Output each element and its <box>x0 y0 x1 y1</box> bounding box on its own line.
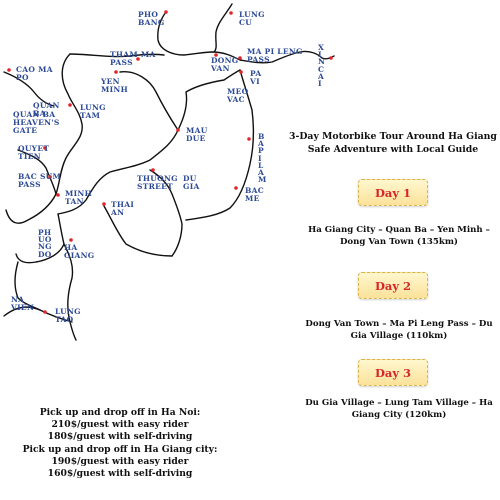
lung-tao-dot <box>43 310 47 314</box>
tour-title-line1: 3-Day Motorbike Tour Around Ha Giang <box>289 131 497 142</box>
label-tham-ma-pass: THAM MA PASS <box>110 50 156 67</box>
label-na-vien: NA VIEN <box>11 295 35 312</box>
label-ma-pi-leng-pass: MA PI LENG PASS <box>247 47 303 64</box>
road-mau-due-south <box>57 129 179 215</box>
pricing-hanoi-self-driving: 180$/guest with self-driving <box>47 431 193 443</box>
tour-title: 3-Day Motorbike Tour Around Ha Giang Saf… <box>286 130 500 156</box>
label-quan-ba: QUAN BA <box>33 101 60 118</box>
bac-sum-dot <box>48 175 52 179</box>
road-dongvan-mapileng <box>211 50 335 64</box>
label-cao-ma-po: CAO MA PO <box>16 65 53 82</box>
ba-pi-lam-dot <box>247 137 251 141</box>
road-mau-due-north <box>177 69 241 131</box>
label-minh-tan: MINH TAN <box>65 189 92 206</box>
road-bac-sum <box>5 193 57 224</box>
dong-van-dot <box>214 53 218 57</box>
lung-cu-dot <box>229 11 233 15</box>
road-phuong-do <box>15 213 65 264</box>
road-thai-an <box>103 205 173 257</box>
pricing-block: Pick up and drop off in Ha Noi: 210$/gue… <box>0 407 240 480</box>
label-yen-minh: YEN MINH <box>101 77 128 94</box>
tham-ma-dot <box>136 57 140 61</box>
bac-me-dot <box>234 186 238 190</box>
label-mau-due: MAU DUE <box>186 126 208 143</box>
pricing-hanoi-heading: Pick up and drop off in Ha Noi: <box>39 407 201 418</box>
road-yen-minh <box>119 71 179 131</box>
label-lung-tao: LUNG TAO <box>55 307 81 324</box>
label-thai-an: THAI AN <box>111 200 135 217</box>
road-tham-ma <box>69 53 165 58</box>
label-quyet-tien: QUYET TIEN <box>18 144 50 161</box>
quan-ba-dot <box>68 103 72 107</box>
road-lung-cu <box>213 3 233 53</box>
road-meo-vac <box>185 69 255 221</box>
day-3-route-line2: Giang City (120km) <box>351 410 447 420</box>
label-meo-vac: MEO VAC <box>227 87 249 104</box>
label-dong-van: DONG VAN <box>211 56 239 73</box>
label-ha-giang: HA GIANG <box>64 243 95 260</box>
day-3-badge: Day 3 <box>358 359 428 386</box>
label-lung-tam: LUNG TAM <box>80 103 106 120</box>
label-xin-cai: XIN CAI <box>318 43 326 89</box>
ma-pi-leng-dot <box>238 56 242 60</box>
cao-ma-po-dot <box>7 68 11 72</box>
road-lung-tao <box>3 306 73 323</box>
minh-tan-dot <box>56 193 60 197</box>
thuong-street-dot <box>151 168 155 172</box>
day-3-route-line1: Du Gia Village – Lung Tam Village – Ha <box>305 398 493 408</box>
road-pho-bang <box>157 11 213 56</box>
label-pa-vi: PA VI <box>250 69 262 86</box>
road-du-gia <box>149 169 183 257</box>
day-1-route-line2: Dong Van Town (135km) <box>339 237 459 247</box>
label-phuong-do: PHUONG DO <box>38 228 52 259</box>
pricing-hagiang-easy-rider: 190$/guest with easy rider <box>51 455 189 467</box>
day-1-route-line1: Ha Giang City – Quan Ba – Yen Minh – <box>308 225 490 235</box>
label-lung-cu: LUNG CU <box>239 10 265 27</box>
pricing-hagiang-self-driving: 160$/guest with self-driving <box>47 468 193 480</box>
road-ha-giang <box>63 243 77 341</box>
label-pho-bang: PHO BANG <box>138 10 165 27</box>
day-1-badge: Day 1 <box>358 179 428 206</box>
road-west <box>17 149 57 195</box>
label-du-gia: DU GIA <box>183 174 200 191</box>
day-2-badge: Day 2 <box>358 272 428 299</box>
xin-cai-dot <box>329 56 333 60</box>
label-bac-sum-pass: BAC SUM PASS <box>18 172 62 189</box>
day-1-route: Ha Giang City – Quan Ba – Yen Minh – Don… <box>296 224 500 248</box>
quyet-tien-dot <box>43 146 47 150</box>
day-2-route: Dong Van Town – Ma Pi Leng Pass – Du Gia… <box>296 318 500 342</box>
day-2-route-line1: Dong Van Town – Ma Pi Leng Pass – Du <box>305 319 493 329</box>
thai-an-dot <box>102 202 106 206</box>
label-ba-pi-lam: BA PI LAM <box>258 132 267 185</box>
yen-minh-dot <box>114 70 118 74</box>
label-heavens-gate: QUAN BA HEAVEN'S GATE <box>13 110 60 135</box>
road-northwest-loop <box>55 53 83 195</box>
road-cao-ma-po <box>3 71 55 107</box>
pho-bang-dot <box>164 10 168 14</box>
label-thuong-street: THUONG STREET <box>137 174 178 191</box>
pricing-hanoi-easy-rider: 210$/guest with easy rider <box>51 419 189 431</box>
mau-due-dot <box>176 128 180 132</box>
day-3-route: Du Gia Village – Lung Tam Village – Ha G… <box>296 397 500 421</box>
road-na-vien <box>14 261 41 311</box>
pa-vi-dot <box>239 70 243 74</box>
pricing-hagiang-heading: Pick up and drop off in Ha Giang city: <box>22 443 218 455</box>
ha-giang-dot <box>69 238 73 242</box>
tour-title-line2: Safe Adventure with Local Guide <box>307 144 479 155</box>
label-bac-me: BAC ME <box>245 186 265 203</box>
day-2-route-line2: Gia Village (110km) <box>350 331 448 341</box>
